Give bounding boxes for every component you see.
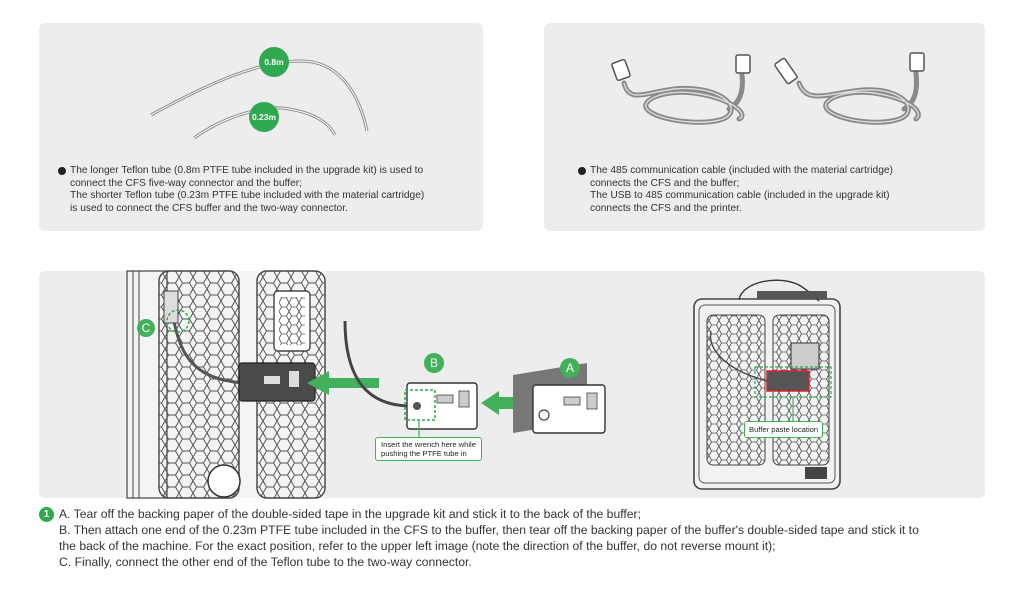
tube-info-panel: 0.8m 0.23m The longer Teflon tube (0.8m …	[39, 23, 483, 231]
bullet-dot	[58, 167, 66, 175]
buffer-paste-callout: Buffer paste location	[744, 421, 824, 438]
long-tube-length-badge: 0.8m	[259, 47, 289, 77]
short-tube-length-badge: 0.23m	[249, 102, 279, 132]
text-line: is used to connect the CFS buffer and th…	[70, 202, 348, 214]
installation-illustration	[125, 270, 841, 499]
text-line: connects the CFS and the printer.	[590, 202, 742, 214]
tube-description: The longer Teflon tube (0.8m PTFE tube i…	[58, 165, 425, 215]
bullet-dot	[578, 167, 586, 175]
text-line: connects the CFS and the buffer;	[590, 177, 740, 189]
wrench-callout: Insert the wrench here while pushing the…	[375, 437, 482, 461]
callout-line: pushing the PTFE tube in	[381, 449, 467, 458]
text-line: The longer Teflon tube (0.8m PTFE tube i…	[70, 165, 424, 176]
step-instructions: A. Tear off the backing paper of the dou…	[59, 506, 919, 570]
step-number-badge: 1	[39, 507, 54, 522]
step-line: C. Finally, connect the other end of the…	[59, 555, 472, 569]
cable-info-panel: The 485 communication cable (included wi…	[544, 23, 985, 231]
text-line: The shorter Teflon tube (0.23m PTFE tube…	[70, 190, 425, 202]
step-line: B. Then attach one end of the 0.23m PTFE…	[59, 523, 919, 537]
cable-description: The 485 communication cable (included wi…	[578, 165, 893, 215]
text-line: The 485 communication cable (included wi…	[590, 165, 893, 176]
text-line: connect the CFS five-way connector and t…	[70, 177, 302, 189]
label-b-badge: B	[424, 353, 444, 373]
text-line: The USB to 485 communication cable (incl…	[590, 190, 890, 202]
label-a-badge: A	[560, 358, 580, 378]
step-line: the back of the machine. For the exact p…	[59, 539, 776, 553]
installation-panel: C B A Insert the wrench here while pushi…	[39, 270, 985, 499]
label-c-badge: C	[137, 319, 155, 337]
ptfe-tubes-illustration	[150, 59, 369, 140]
callout-line: Insert the wrench here while	[381, 440, 476, 449]
step-line: A. Tear off the backing paper of the dou…	[59, 507, 641, 521]
cables-illustration	[611, 52, 925, 125]
